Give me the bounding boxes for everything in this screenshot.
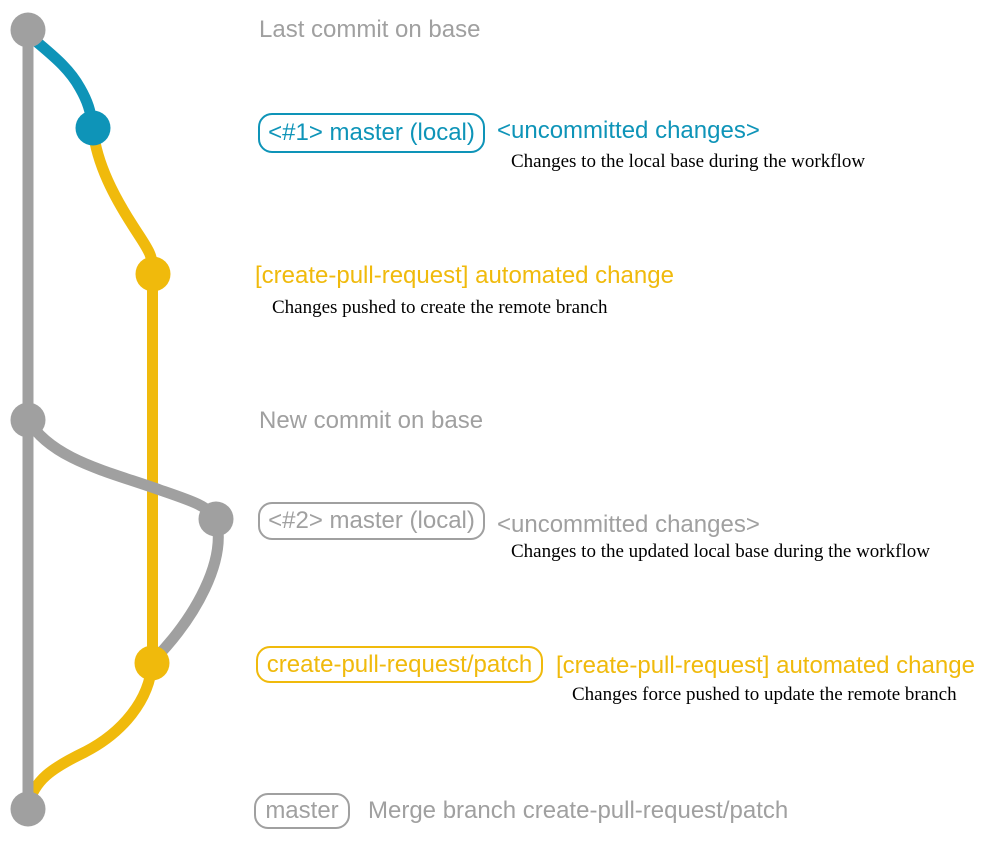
commit-title-uncommitted-2: <uncommitted changes> — [497, 511, 760, 538]
annotation-last-commit-on-base: Last commit on base — [259, 16, 481, 43]
branch-badge-label: <#2> master (local) — [268, 507, 475, 534]
commit-dot-uncommitted-2 — [198, 501, 234, 537]
commit-dot-merge — [10, 791, 46, 827]
commit-title-merge: Merge branch create-pull-request/patch — [368, 797, 789, 824]
commit-dot-uncommitted-1 — [75, 110, 111, 146]
branch-path-local-master-2-out — [22, 414, 222, 525]
commit-description-uncommitted-1: Changes to the local base during the wor… — [511, 151, 866, 172]
annotation-new-commit-on-base: New commit on base — [259, 407, 484, 434]
commit-title-automated-1: [create-pull-request] automated change — [255, 262, 674, 289]
commit-description-automated-2: Changes force pushed to update the remot… — [572, 684, 957, 705]
branch-path-local-master-2-in — [147, 513, 224, 667]
branch-badge-master-local-2: <#2> master (local) — [258, 502, 485, 540]
branch-path-local-master-1 — [24, 30, 99, 132]
commit-description-uncommitted-2: Changes to the updated local base during… — [511, 541, 930, 562]
commit-description-automated-1: Changes pushed to create the remote bran… — [272, 297, 608, 318]
commit-dot-automated-change-2 — [134, 645, 170, 681]
branch-badge-label: <#1> master (local) — [268, 119, 475, 146]
commit-title-automated-2: [create-pull-request] automated change — [556, 652, 975, 679]
commit-dot-last-commit-on-base — [10, 12, 46, 48]
branch-badge-master: master — [254, 793, 350, 829]
branch-badge-create-pull-request-patch: create-pull-request/patch — [256, 646, 543, 683]
commit-title-uncommitted-1: <uncommitted changes> — [497, 117, 760, 144]
branch-badge-label: master — [265, 797, 339, 824]
branch-badge-master-local-1: <#1> master (local) — [258, 113, 485, 153]
commit-dot-new-commit-on-base — [10, 402, 46, 438]
commit-dot-automated-change-1 — [135, 256, 171, 292]
branch-path-merge-into-base — [22, 657, 158, 812]
branch-badge-label: create-pull-request/patch — [266, 650, 533, 678]
branch-path-create-pull-request-top — [87, 124, 159, 278]
